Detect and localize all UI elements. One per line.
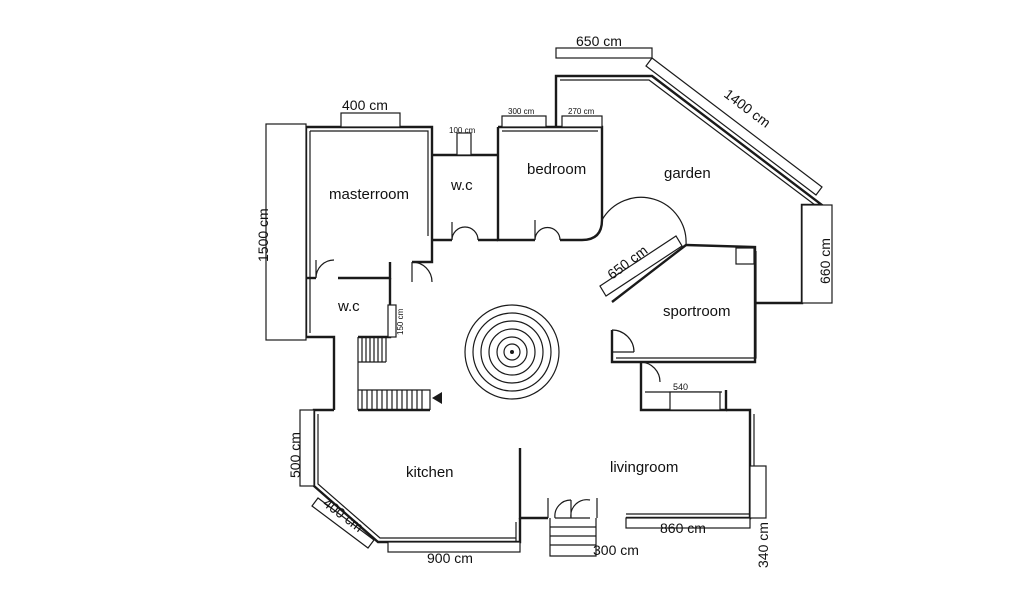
dim-label-300-bottom: 300 cm xyxy=(593,542,639,558)
room-label-garden: garden xyxy=(664,165,711,182)
sportroom-diagonal-wall xyxy=(611,244,687,303)
masterroom-door xyxy=(411,261,433,283)
dim-label-300-top: 300 cm xyxy=(508,107,535,116)
dim-label-1500: 1500 cm xyxy=(255,208,271,262)
room-label-masterroom: masterroom xyxy=(329,186,409,203)
room-label-wc-top: w.c xyxy=(450,177,473,194)
dim-label-660: 660 cm xyxy=(817,238,833,284)
fountain xyxy=(464,304,560,400)
wc-left-door xyxy=(315,259,335,279)
room-label-livingroom: livingroom xyxy=(610,459,678,476)
doors xyxy=(315,196,687,519)
room-labels: masterroom w.c bedroom garden w.c sportr… xyxy=(329,161,731,481)
stair-direction-arrow-icon xyxy=(432,392,442,404)
garden-arch-door xyxy=(601,196,687,246)
dim-label-500: 500 cm xyxy=(287,432,303,478)
room-label-kitchen: kitchen xyxy=(406,464,454,481)
corridor-door xyxy=(640,361,661,383)
room-label-sportroom: sportroom xyxy=(663,303,731,320)
dimension-bars xyxy=(265,47,833,553)
bedroom-west-wall xyxy=(496,127,535,242)
room-label-bedroom: bedroom xyxy=(527,161,586,178)
dim-label-150: 150 cm xyxy=(396,308,405,335)
masterroom-walls xyxy=(306,125,434,240)
dim-label-650-top: 650 cm xyxy=(576,33,622,49)
dim-label-400-top: 400 cm xyxy=(342,97,388,113)
sportroom-walls xyxy=(610,243,757,364)
dim-label-900: 900 cm xyxy=(427,550,473,566)
stairs xyxy=(357,337,597,557)
dim-label-860: 860 cm xyxy=(660,520,706,536)
masterroom-south-wall xyxy=(338,262,392,280)
dim-label-340: 340 cm xyxy=(755,522,771,568)
wc-top-door xyxy=(451,222,479,241)
walls xyxy=(304,74,826,544)
sportroom-door xyxy=(611,329,635,353)
wc-left-walls xyxy=(358,278,392,339)
kitchen-outer-wall xyxy=(312,408,522,544)
room-label-wc-left: w.c xyxy=(337,298,360,315)
entrance-steps xyxy=(549,518,597,557)
masterroom-east-wall xyxy=(412,240,434,264)
kitchen-partition xyxy=(518,448,548,520)
inner-lines xyxy=(309,79,816,547)
bedroom-door xyxy=(534,220,561,241)
main-entrance-door xyxy=(554,499,591,519)
dim-label-540: 540 xyxy=(673,382,688,392)
dim-label-100: 100 cm xyxy=(449,126,476,135)
dim-label-270: 270 cm xyxy=(568,107,595,116)
bedroom-walls xyxy=(498,125,604,242)
